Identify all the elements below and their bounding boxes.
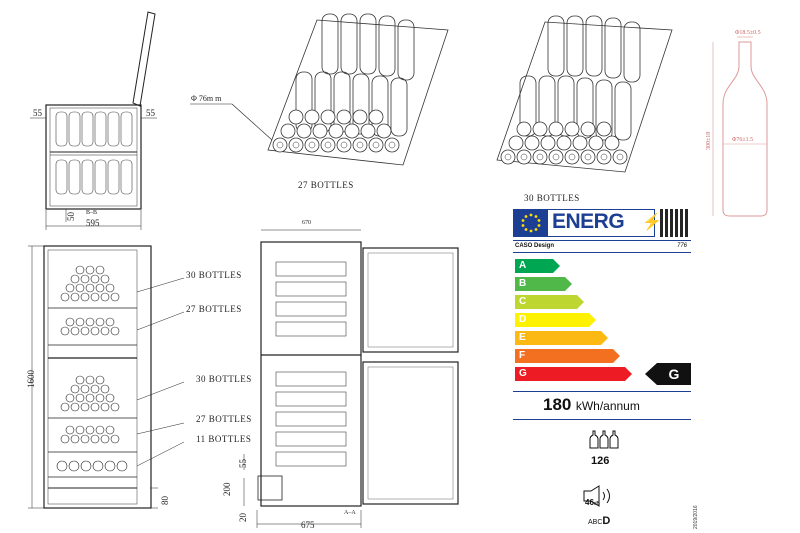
dim-right-55: 55 [146, 108, 155, 118]
energy-title: ENERG [552, 210, 625, 233]
regulation-number: 2019/2016 [693, 505, 699, 529]
dim-depth-675: 675 [301, 520, 315, 530]
lightning-icon: ⚡ [642, 214, 662, 231]
class-bar-g: G [515, 367, 632, 381]
callout-lower-27: 27 BOTTLES [196, 414, 252, 424]
noise-class-value: D [602, 515, 611, 527]
rating-indicator: G [657, 363, 691, 385]
dim-top-670: 670 [302, 220, 311, 226]
shelf-30-caption: 30 BOTTLES [524, 193, 580, 203]
bottle-body-dim: Φ76±1.5 [732, 137, 754, 143]
noise-class: ABCD [588, 511, 610, 529]
dim-20: 20 [238, 513, 248, 522]
noise-level: 46dB [585, 492, 600, 510]
diameter-label: Φ 76m m [191, 94, 222, 103]
class-bar-c: C [515, 295, 584, 309]
bottles-icon [589, 429, 619, 449]
brand-name: CASO Design [515, 243, 555, 249]
bottle-top-dim: Φ18.5±0.5 [735, 30, 761, 36]
consumption-value: 180 [543, 395, 572, 414]
model-number: 776 [677, 243, 688, 249]
header-divider [513, 240, 691, 241]
callout-lower-11: 11 BOTTLES [196, 434, 252, 444]
energy-header: ENERG ⚡ [513, 209, 662, 237]
class-bar-a: A [515, 259, 560, 273]
callout-upper-27: 27 BOTTLES [186, 304, 242, 314]
classes-divider [513, 391, 691, 392]
class-bar-e: E [515, 331, 608, 345]
noise-db-unit: dB [593, 501, 601, 507]
brand-divider [513, 252, 691, 253]
noise-db-value: 46 [585, 498, 594, 507]
consumption-divider [513, 419, 691, 420]
dim-55: 55 [238, 459, 248, 468]
consumption-unit: kWh/annum [575, 399, 640, 413]
consumption: 180 kWh/annum [543, 395, 640, 415]
section-label-aa: A–A [344, 510, 356, 516]
shelf-27-caption: 27 BOTTLES [298, 180, 354, 190]
rating-arrow-icon [645, 363, 657, 385]
class-bar-d: D [515, 313, 596, 327]
class-bar-b: B [515, 277, 572, 291]
eu-flag-icon [514, 210, 548, 236]
energy-label: ENERG ⚡ CASO Design 776 A B C D E F G G … [513, 207, 699, 532]
dim-width-595: 595 [86, 218, 100, 228]
dim-left-55: 55 [33, 108, 42, 118]
noise-class-scale: ABC [588, 519, 603, 526]
class-bar-f: F [515, 349, 620, 363]
dim-200: 200 [222, 482, 232, 497]
qr-code-icon [660, 209, 688, 237]
callout-lower-30: 30 BOTTLES [196, 374, 252, 384]
bottle-count: 126 [591, 455, 610, 467]
section-label-bb: B–B [86, 210, 98, 216]
callout-upper-30: 30 BOTTLES [186, 270, 242, 280]
speaker-icon [583, 485, 619, 507]
